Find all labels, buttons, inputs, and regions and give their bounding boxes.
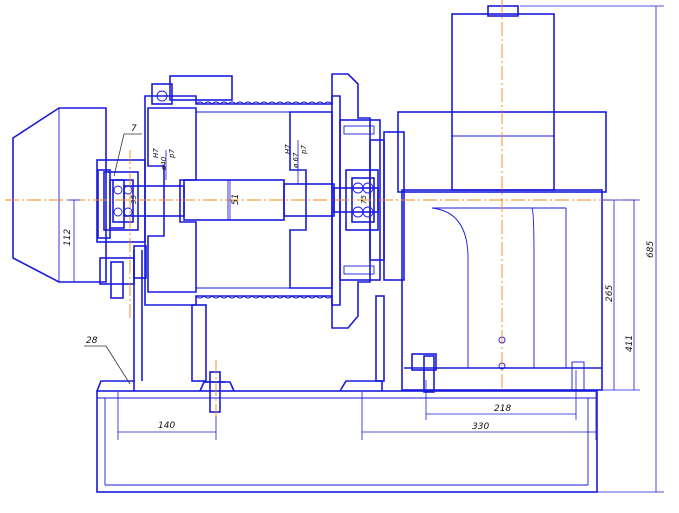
dim-411-label: 411	[625, 335, 635, 352]
dim-51-label: 51	[231, 194, 241, 205]
callout-7-label: 7	[131, 124, 137, 134]
left-fit-diam: ø40	[160, 156, 168, 171]
left-pedestal	[133, 245, 147, 381]
right-fit-bottom: p7	[300, 145, 308, 155]
dim-218-label: 218	[494, 404, 511, 414]
dim-140-label: 140	[158, 421, 175, 431]
electric-motor	[12, 107, 125, 283]
dim-112-label: 112	[63, 229, 73, 246]
centerlines	[5, 0, 636, 416]
left-bearing-size: 35	[130, 195, 138, 204]
right-fit-diam: ø 67	[292, 152, 300, 169]
left-fit-bottom: p7	[168, 149, 176, 159]
base-frame	[96, 380, 598, 493]
right-bearing-size: 75	[360, 195, 368, 204]
callout-7: 7	[113, 124, 142, 177]
dim-265-label: 265	[605, 285, 615, 302]
gearbox-housing	[383, 5, 607, 391]
winch-drum	[144, 75, 385, 382]
callout-28: 28	[84, 336, 131, 385]
left-fit-top: H7	[152, 148, 160, 158]
right-fit-top: H7	[284, 144, 292, 154]
dimension-lines	[68, 5, 664, 493]
dim-330-label: 330	[472, 422, 489, 432]
anchor-bolts	[204, 355, 435, 413]
dim-685-label: 685	[646, 241, 656, 258]
callout-28-label: 28	[86, 336, 98, 346]
